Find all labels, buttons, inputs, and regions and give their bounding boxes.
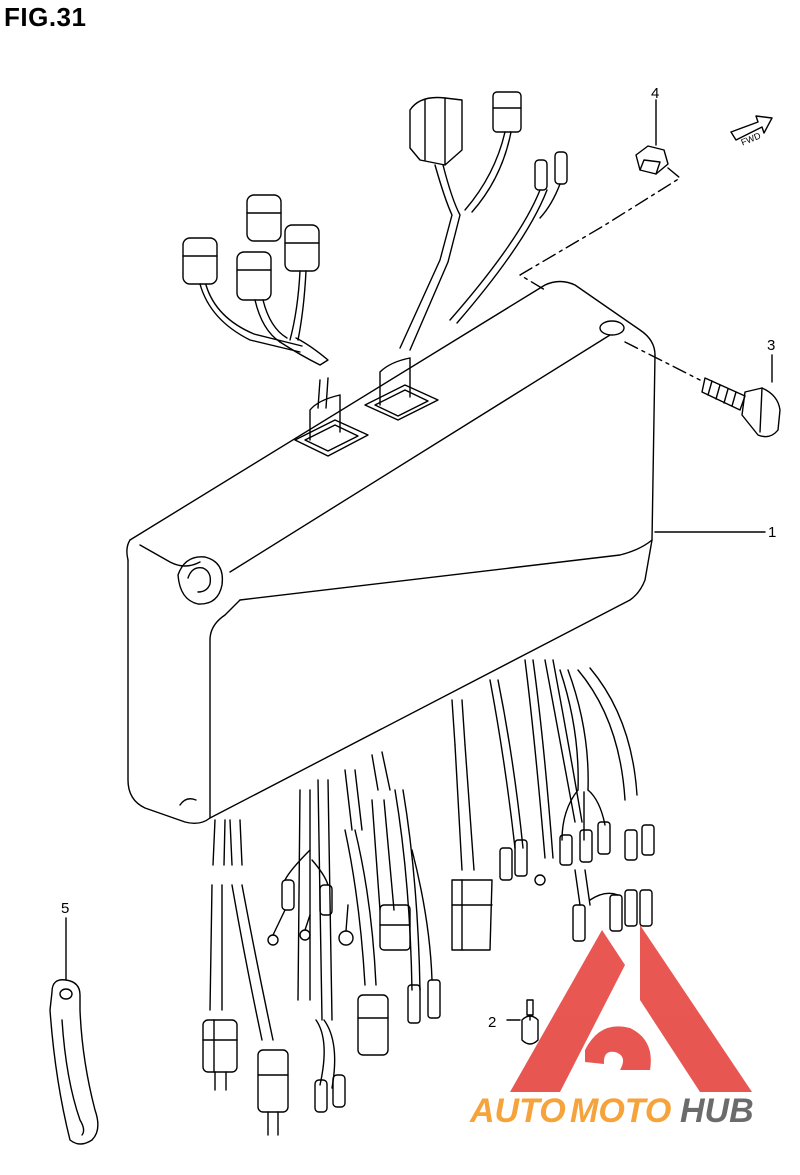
connector-cluster-top-left: [182, 194, 329, 409]
watermark-inner-mark: [585, 1026, 651, 1070]
strap: [49, 979, 99, 1145]
nut: [519, 145, 681, 291]
connector-cluster-top-middle: [399, 91, 568, 351]
callout-labels: 1 2 3 4 5 FWD: [61, 85, 776, 1031]
bolt: [624, 341, 781, 438]
top-socket-left: [294, 394, 369, 457]
watermark-text-moto: MOTO: [570, 1092, 671, 1130]
figure-title: FIG.31: [4, 2, 87, 32]
watermark-text-hub: HUB: [680, 1092, 754, 1130]
watermark-text-auto: AUTO: [469, 1092, 566, 1130]
callout-4: 4: [651, 85, 659, 102]
watermark-triangle-right: [640, 925, 752, 1092]
watermark-text: AUTO MOTO HUB: [469, 1092, 754, 1130]
harness-bottom-left: [202, 751, 441, 1136]
fwd-arrow: [730, 115, 773, 141]
callout-3: 3: [767, 337, 775, 354]
callout-5: 5: [61, 900, 69, 917]
callout-1: 1: [768, 524, 776, 541]
watermark-triangle-left: [510, 930, 625, 1092]
callout-2: 2: [488, 1014, 496, 1031]
watermark-logo: [510, 925, 752, 1092]
fwd-label: FWD: [739, 130, 762, 147]
pin: [521, 999, 539, 1045]
harness-bottom-right: [451, 659, 655, 951]
top-socket-right: [364, 357, 439, 421]
control-unit: [126, 280, 656, 825]
